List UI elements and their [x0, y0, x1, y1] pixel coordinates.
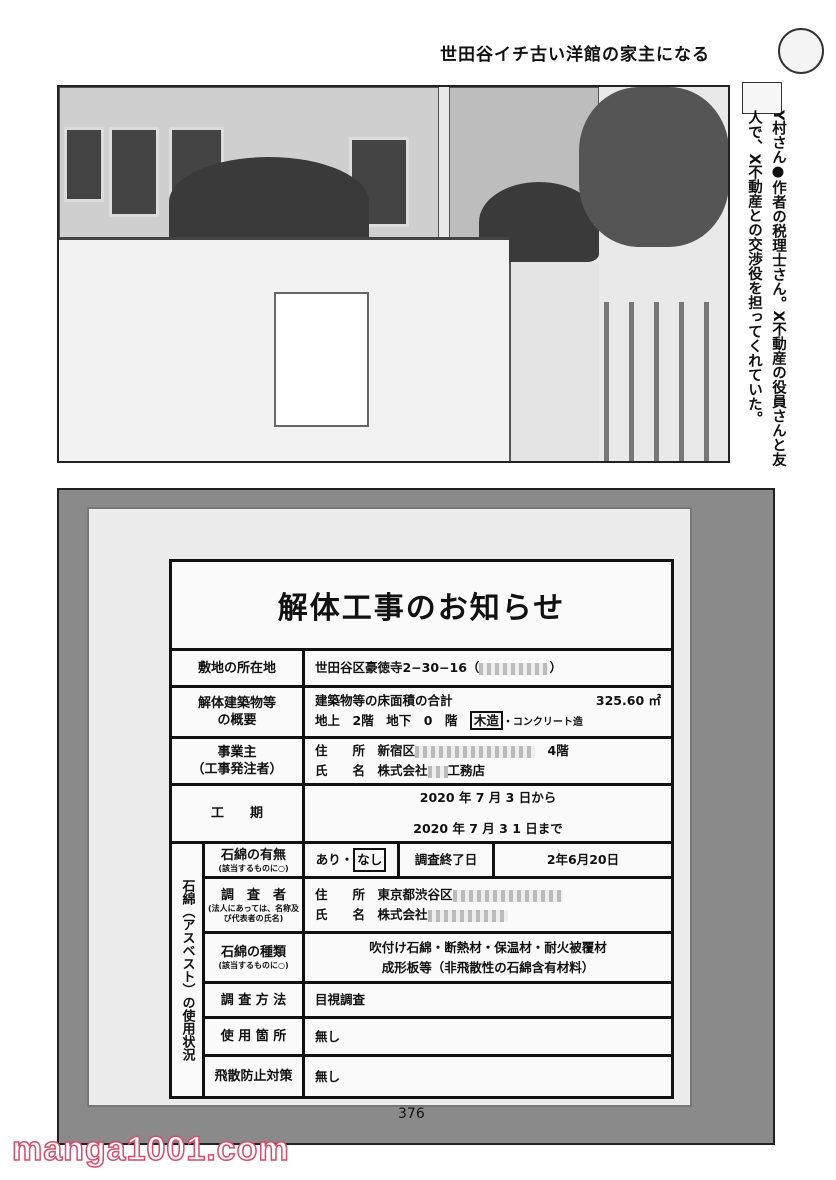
- row-surveyor: 調 査 者(法人にあっては、名称及び代表者の氏名) 住 所 東京都渋谷区 氏 名…: [205, 876, 671, 931]
- demolition-notice-table: 解体工事のお知らせ 敷地の所在地 世田谷区豪徳寺2−30−16（） 解体建築物等…: [169, 559, 674, 1099]
- surveyor-note: (法人にあっては、名称及び代表者の氏名): [207, 903, 300, 923]
- type-line-1: 吹付け石綿・断熱材・保温材・耐火被覆材: [369, 939, 607, 955]
- surveyor-label: 調 査 者(法人にあっては、名称及び代表者の氏名): [205, 879, 305, 931]
- window: [109, 127, 159, 217]
- structure-other: ・コンクリート造: [502, 717, 583, 728]
- overview-value: 建築物等の床面積の合計 325.60 ㎡ 地上 2階 地下 0 階 木造・コンクリ…: [305, 688, 671, 736]
- site-value: 世田谷区豪徳寺2−30−16（）: [315, 660, 562, 675]
- type-line-2: 成形板等（非飛散性の石綿含有材料）: [381, 959, 595, 975]
- fence-bar: [629, 302, 634, 461]
- owner-name-suffix: 工務店: [447, 763, 486, 778]
- survey-end-label: 調査終了日: [400, 844, 495, 876]
- type-label-text: 石綿の種類: [220, 945, 286, 960]
- fence-bar: [704, 302, 709, 461]
- row-period: 工 期 2020 年 7 月 3 日から 2020 年 7 月 3 1 日まで: [172, 783, 671, 841]
- type-note: (該当するものに○): [218, 961, 289, 970]
- row-overview: 解体建築物等の概要 建築物等の床面積の合計 325.60 ㎡ 地上 2階 地下 0…: [172, 685, 671, 736]
- presence-note: (該当するものに○): [218, 863, 289, 873]
- window: [64, 127, 104, 202]
- fence-bar: [604, 302, 609, 461]
- watermark: manga1001.com: [11, 1129, 290, 1169]
- owner-name: 氏 名 株式会社: [315, 763, 428, 778]
- method-label: 調 査 方 法: [205, 984, 305, 1016]
- overview-label: 解体建築物等の概要: [172, 688, 305, 736]
- row-owner: 事業主 （工事発注者） 住 所 新宿区 4階 氏 名 株式会社 工務店: [172, 736, 671, 783]
- location-label: 使 用 箇 所: [205, 1019, 305, 1054]
- author-portrait: [778, 28, 824, 74]
- asbestos-section: 石綿（アスベスト）の使用状況 石綿の有無(該当するものに○) あり・なし 調査終…: [172, 841, 671, 1096]
- notice-title: 解体工事のお知らせ: [277, 591, 566, 626]
- structure-selected: 木造: [469, 711, 503, 730]
- floor-area-label: 建築物等の床面積の合計: [315, 693, 453, 708]
- redaction: [427, 765, 448, 778]
- period-from: 2020 年 7 月 3 日から: [419, 790, 557, 805]
- floors: 地上 2階 地下 0 階: [315, 713, 458, 728]
- period-value: 2020 年 7 月 3 日から 2020 年 7 月 3 1 日まで: [305, 786, 671, 841]
- shrub: [169, 157, 369, 247]
- survey-end-date: 2年6月20日: [546, 852, 620, 867]
- page-number: 376: [398, 1106, 425, 1122]
- surveyor-label-text: 調 査 者: [220, 887, 286, 903]
- method-value: 目視調査: [315, 992, 366, 1007]
- row-asbestos-type: 石綿の種類(該当するものに○) 吹付け石綿・断熱材・保温材・耐火被覆材成形板等（…: [205, 931, 671, 981]
- prevention-label: 飛散防止対策: [205, 1057, 305, 1096]
- row-asbestos-presence: 石綿の有無(該当するものに○) あり・なし 調査終了日 2年6月20日: [205, 844, 671, 876]
- character-portrait: [742, 82, 782, 114]
- presence-label-text: 石綿の有無: [220, 847, 286, 863]
- option-yes: あり・: [315, 852, 354, 867]
- fence-bar: [654, 302, 659, 461]
- type-value: 吹付け石綿・断熱材・保温材・耐火被覆材成形板等（非飛散性の石綿含有材料）: [305, 934, 671, 981]
- owner-label: 事業主 （工事発注者）: [172, 739, 305, 783]
- series-title: 世田谷イチ古い洋館の家主になる: [440, 45, 710, 65]
- redaction: [427, 909, 508, 922]
- prevention-value: 無し: [315, 1068, 341, 1084]
- fence-bar: [679, 302, 684, 461]
- presence-label: 石綿の有無(該当するものに○): [205, 844, 305, 876]
- panel-house-exterior: [57, 85, 730, 463]
- tree: [579, 87, 728, 247]
- period-to: 2020 年 7 月 3 1 日まで: [413, 821, 563, 836]
- row-site: 敷地の所在地 世田谷区豪徳寺2−30−16（）: [172, 648, 671, 685]
- row-survey-method: 調 査 方 法 目視調査: [205, 981, 671, 1016]
- panel-notice-closeup: 解体工事のお知らせ 敷地の所在地 世田谷区豪徳寺2−30−16（） 解体建築物等…: [57, 488, 775, 1145]
- type-label: 石綿の種類(該当するものに○): [205, 934, 305, 981]
- period-label: 工 期: [172, 786, 305, 841]
- location-value: 無し: [315, 1028, 341, 1044]
- owner-floor: 4階: [547, 743, 569, 758]
- asbestos-group-label: 石綿（アスベスト）の使用状況: [172, 844, 205, 1096]
- surveyor-address: 住 所 東京都渋谷区: [315, 887, 453, 902]
- overview-label-1: 解体建築物等: [197, 696, 276, 711]
- gate-pillar: [509, 262, 599, 461]
- option-no-selected: なし: [353, 848, 387, 872]
- row-prevention: 飛散防止対策 無し: [205, 1054, 671, 1096]
- character-note: Y村さん●作者の税理士さん。X不動産の役員さんと友人で、X不動産との交渉役を担っ…: [746, 110, 786, 467]
- owner-address: 住 所 新宿区: [315, 743, 416, 758]
- redaction: [415, 745, 536, 758]
- demolition-notice-board: [274, 292, 369, 427]
- floor-area: 325.60 ㎡: [595, 693, 661, 708]
- notice-board: 解体工事のお知らせ 敷地の所在地 世田谷区豪徳寺2−30−16（） 解体建築物等…: [87, 507, 692, 1107]
- owner-label-2: （工事発注者）: [191, 762, 283, 777]
- surveyor-value: 住 所 東京都渋谷区 氏 名 株式会社: [305, 879, 671, 931]
- site-label: 敷地の所在地: [172, 651, 305, 685]
- row-usage-location: 使 用 箇 所 無し: [205, 1016, 671, 1054]
- owner-value: 住 所 新宿区 4階 氏 名 株式会社 工務店: [305, 739, 671, 783]
- redaction: [452, 889, 563, 902]
- owner-label-1: 事業主: [217, 745, 257, 760]
- overview-label-2: の概要: [217, 713, 257, 728]
- site-address: 世田谷区豪徳寺2−30−16（: [315, 660, 480, 675]
- redaction: [479, 662, 550, 675]
- surveyor-name: 氏 名 株式会社: [315, 907, 428, 922]
